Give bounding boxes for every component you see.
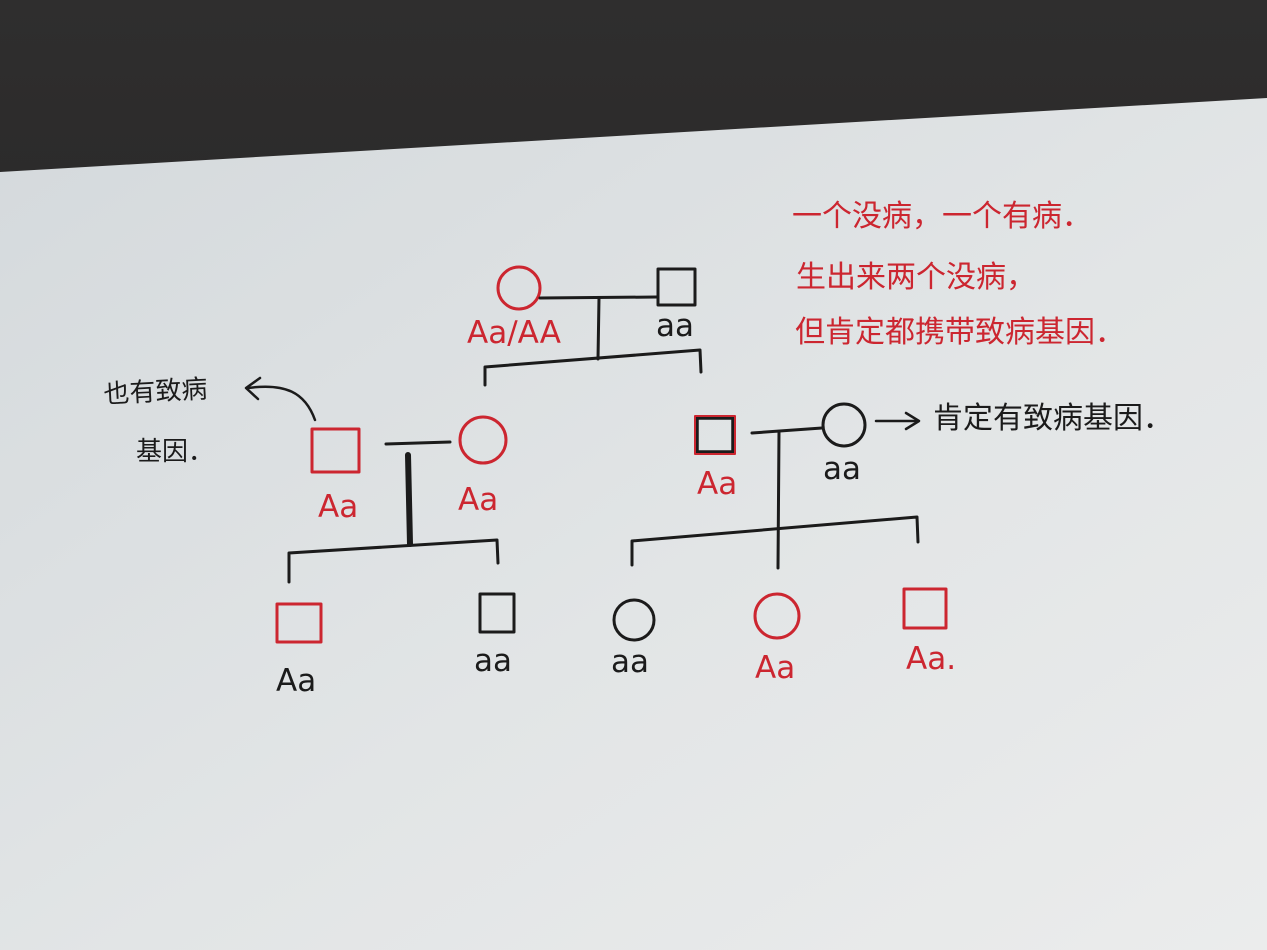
gen2-right-son-genotype: Aa xyxy=(697,466,737,502)
gen3-right-son-square xyxy=(902,587,948,630)
left-note-line2: 基因． xyxy=(136,437,214,467)
gen1-mother-genotype: Aa/AA xyxy=(467,315,561,351)
gen3-left-son1-genotype: Aa xyxy=(276,663,316,699)
top-note-line2: 生出来两个没病， xyxy=(796,260,1036,295)
gen2-right-wife-genotype: aa xyxy=(823,451,861,487)
gen3-left-son2-genotype: aa xyxy=(474,643,512,679)
gen2-left-husband-square xyxy=(310,427,361,474)
gen3-right-son-genotype: Aa. xyxy=(906,641,956,677)
gen3-left-son2-square xyxy=(478,592,516,634)
gen3-right-daughter1-circle xyxy=(612,598,656,642)
gen2-right-wife-circle xyxy=(821,402,867,448)
gen2-left-daughter-circle xyxy=(458,415,508,465)
gen1-father-square xyxy=(656,267,697,307)
paper-sheet xyxy=(0,98,1267,950)
gen2-right-son-square-red-overlay xyxy=(694,415,736,455)
gen3-right-daughter1-genotype: aa xyxy=(611,644,649,680)
gen2-left-descent-line xyxy=(405,452,413,547)
right-note: 肯定有致病基因． xyxy=(933,401,1173,436)
gen3-right-daughter2-circle xyxy=(753,592,801,640)
gen1-descent-line xyxy=(596,296,601,361)
top-note-line1: 一个没病，一个有病． xyxy=(792,199,1092,234)
gen1-sibship-line xyxy=(483,348,703,387)
gen2-left-marriage-line xyxy=(384,440,452,446)
gen2-right-sibship-line xyxy=(630,515,920,567)
left-note-arrow-head xyxy=(244,376,262,401)
right-note-arrow-head xyxy=(904,411,921,431)
gen3-right-daughter2-genotype: Aa xyxy=(755,650,795,686)
gen2-right-son-square xyxy=(695,416,735,454)
gen2-right-marriage-line xyxy=(750,426,824,435)
gen3-left-son1-square xyxy=(275,602,323,644)
gen1-father-genotype: aa xyxy=(656,308,694,344)
left-note-line1: 也有致病 xyxy=(103,375,208,410)
gen2-left-husband-genotype: Aa xyxy=(318,489,358,525)
gen2-left-sibship-line xyxy=(287,538,500,584)
gen2-right-descent-line xyxy=(776,430,781,570)
gen2-left-daughter-genotype: Aa xyxy=(458,482,498,518)
gen1-mother-circle xyxy=(496,265,542,311)
left-note-arrow-curve xyxy=(246,385,317,422)
top-note-line3: 但肯定都携带致病基因． xyxy=(795,315,1125,350)
